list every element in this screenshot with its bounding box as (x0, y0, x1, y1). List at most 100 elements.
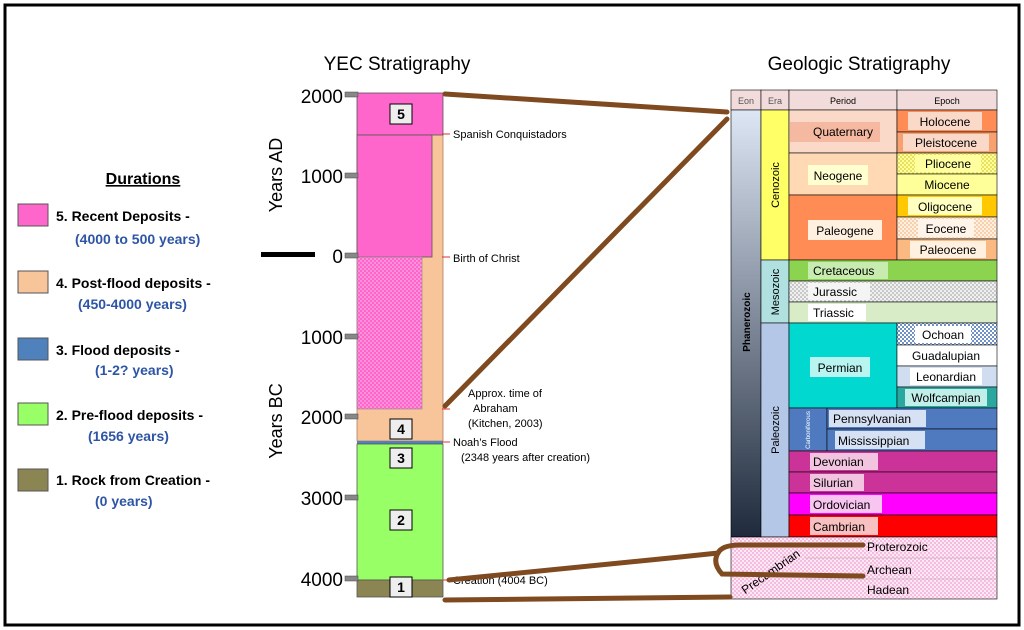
eon-hadean-label: Hadean (867, 583, 909, 597)
yec-column: YEC Stratigraphy 5 4 3 2 1 2000 1000 0 1… (261, 54, 590, 598)
epoch-holocene-fill (908, 112, 982, 130)
outer-border (3, 3, 1021, 627)
period-devonian-label: Devonian (813, 455, 864, 469)
legend-swatch-flood (17, 337, 49, 361)
period-jurassic-fill (808, 283, 870, 300)
period-mississippian-label: Mississippian (838, 434, 909, 448)
legend-label-postflood: 4. Post-flood deposits - (56, 275, 211, 291)
tick-mark (344, 494, 359, 501)
epoch-pliocene-label: Pliocene (925, 157, 971, 171)
annotation-birth-of-christ: Birth of Christ (453, 253, 520, 265)
period-silurian-fill (810, 474, 864, 491)
tick-label: 1000 (301, 328, 343, 349)
epoch-eocene-fill (918, 219, 974, 237)
yec-layer-recent-bc (356, 256, 423, 410)
era-cenozoic-label: Cenozoic (770, 162, 782, 208)
period-neogene-label: Neogene (814, 169, 863, 183)
era-paleozoic-label: Paleozoic (770, 406, 782, 454)
legend-duration-postflood: (450-4000 years) (78, 296, 187, 312)
legend: Durations 5. Recent Deposits - (4000 to … (17, 171, 211, 509)
annotation-noahs-flood-2: (2348 years after creation) (461, 452, 590, 464)
epoch-eocene-label: Eocene (926, 222, 967, 236)
legend-title: Durations (106, 171, 181, 188)
tick-mark (344, 252, 359, 259)
zero-marker (261, 252, 315, 257)
period-pennsylvanian-label: Pennsylvanian (833, 412, 911, 426)
geo-title: Geologic Stratigraphy (768, 54, 951, 75)
period-ordovician-fill (810, 495, 882, 513)
period-carboniferous-label: Carboniferous (806, 411, 812, 449)
period-pennsylvanian-fill (829, 410, 926, 427)
epoch-pliocene-fill (915, 155, 981, 172)
tick-label: 3000 (301, 489, 343, 510)
layer-number-2: 2 (397, 512, 405, 528)
yec-title: YEC Stratigraphy (324, 54, 471, 75)
legend-duration-flood: (1-2? years) (95, 362, 174, 378)
legend-label-creation: 1. Rock from Creation - (56, 472, 210, 488)
period-silurian-label: Silurian (813, 476, 853, 490)
epoch-miocene-label: Miocene (924, 178, 970, 192)
period-triassic-label: Triassic (813, 306, 854, 320)
yec-layer-flood (357, 441, 443, 444)
connector-top (442, 91, 730, 115)
period-neogene-fill (808, 165, 868, 185)
legend-duration-preflood: (1656 years) (88, 428, 169, 444)
connector-proterozoic (715, 542, 866, 556)
eon-phanerozoic-label: Phanerozoic (742, 292, 753, 352)
geologic-column: Geologic Stratigraphy Eon Era Period Epo… (730, 54, 998, 600)
tick-label: 4000 (301, 570, 343, 591)
layer-box-5 (389, 103, 413, 125)
period-permian-label: Permian (818, 361, 863, 375)
period-quaternary-label: Quaternary (813, 125, 873, 139)
header-period-label: Period (830, 96, 856, 106)
legend-label-preflood: 2. Pre-flood deposits - (56, 407, 203, 423)
epoch-leonardian-label: Leonardian (916, 370, 976, 384)
epoch-wolfcampian-label: Wolfcampian (911, 391, 980, 405)
period-cambrian-label: Cambrian (813, 520, 865, 534)
layer-box-4 (389, 418, 413, 440)
layer-box-1 (389, 576, 413, 598)
connector-abraham (442, 116, 730, 409)
epoch-oligocene-fill (908, 197, 982, 215)
layer-box-3 (389, 447, 413, 469)
legend-duration-creation: (0 years) (95, 493, 153, 509)
period-paleogene-label: Paleogene (816, 224, 874, 238)
eon-phanerozoic (730, 109, 762, 538)
tick-mark (344, 413, 359, 420)
annotation-noahs-flood-1: Noah’s Flood (453, 437, 518, 449)
tick-mark (344, 172, 359, 179)
epoch-pleistocene-fill (903, 134, 989, 151)
period-cambrian-fill (810, 517, 878, 535)
yec-layer-recent-ad (356, 134, 433, 258)
header-eon-label: Eon (738, 96, 754, 106)
axis-label-ad: Years AD (266, 138, 286, 212)
epoch-paleocene-label: Paleocene (920, 243, 977, 257)
tick-mark (344, 333, 359, 340)
period-mississippian-fill (835, 431, 925, 449)
era-cenozoic (760, 109, 790, 261)
epoch-leonardian-fill (910, 368, 982, 385)
period-quaternary-fill (790, 122, 880, 142)
epoch-oligocene-label: Oligocene (918, 200, 972, 214)
tick-mark (344, 575, 359, 582)
layer-number-1: 1 (397, 579, 405, 595)
period-paleogene-fill (808, 220, 882, 240)
era-mesozoic-label: Mesozoic (770, 268, 782, 315)
legend-swatch-recent (17, 203, 49, 227)
epoch-ochoan-fill (915, 326, 971, 343)
epoch-guadalupian-label: Guadalupian (912, 349, 980, 363)
epoch-paleocene-fill (910, 241, 986, 258)
axis-label-bc: Years BC (266, 383, 286, 458)
layer-number-4: 4 (397, 421, 405, 437)
legend-swatch-preflood (17, 402, 49, 426)
period-cretaceous-label: Cretaceous (813, 264, 874, 278)
legend-duration-recent: (4000 to 500 years) (75, 231, 200, 247)
tick-label: 2000 (301, 87, 343, 108)
tick-label: 0 (332, 247, 343, 268)
tick-mark (344, 91, 359, 98)
header-era-label: Era (768, 96, 782, 106)
period-jurassic-label: Jurassic (813, 285, 857, 299)
annotation-abraham-3: (Kitchen, 2003) (468, 418, 543, 430)
period-devonian-fill (810, 453, 878, 470)
